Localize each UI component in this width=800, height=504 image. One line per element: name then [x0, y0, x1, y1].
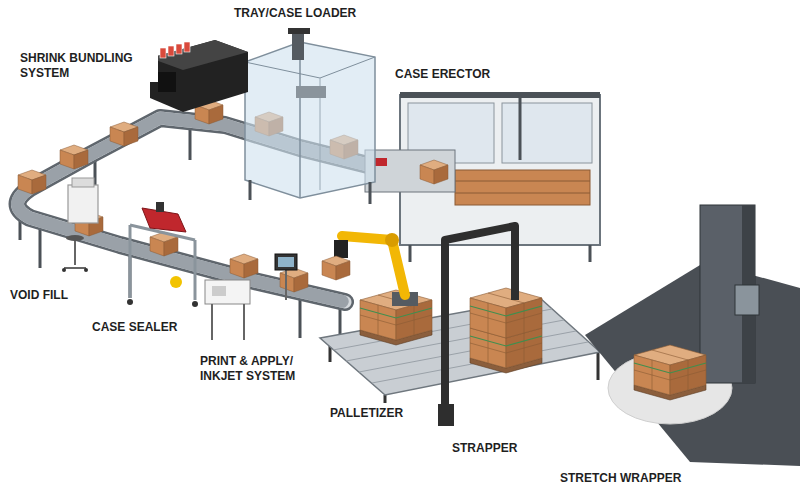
machine-label: TRAY/CASE LOADER — [232, 5, 358, 22]
machine-label: PALLETIZER — [328, 405, 405, 422]
machine-label: STRAPPER — [450, 440, 519, 457]
shrink-bundler — [150, 40, 248, 112]
conveyor-boxes — [18, 100, 448, 292]
machine-label: SHRINK BUNDLING SYSTEM — [18, 50, 158, 82]
machine-label: STRETCH WRAPPER — [558, 470, 683, 487]
strapper — [438, 226, 515, 426]
conveyor-belt — [18, 118, 456, 302]
machine-label: CASE SEALER — [90, 319, 179, 336]
tray-case-loader — [245, 28, 375, 204]
pallet-loads — [360, 288, 542, 373]
void-fill-machine — [62, 178, 98, 272]
machine-label: PRINT & APPLY/ INKJET SYSTEM — [198, 353, 310, 385]
case-sealer — [127, 202, 198, 307]
print-apply-system — [205, 254, 297, 340]
machine-label: VOID FILL — [8, 287, 70, 304]
stretch-wrapper — [585, 205, 800, 466]
machine-label: CASE ERECTOR — [393, 66, 492, 83]
palletizer-robot — [322, 233, 418, 306]
